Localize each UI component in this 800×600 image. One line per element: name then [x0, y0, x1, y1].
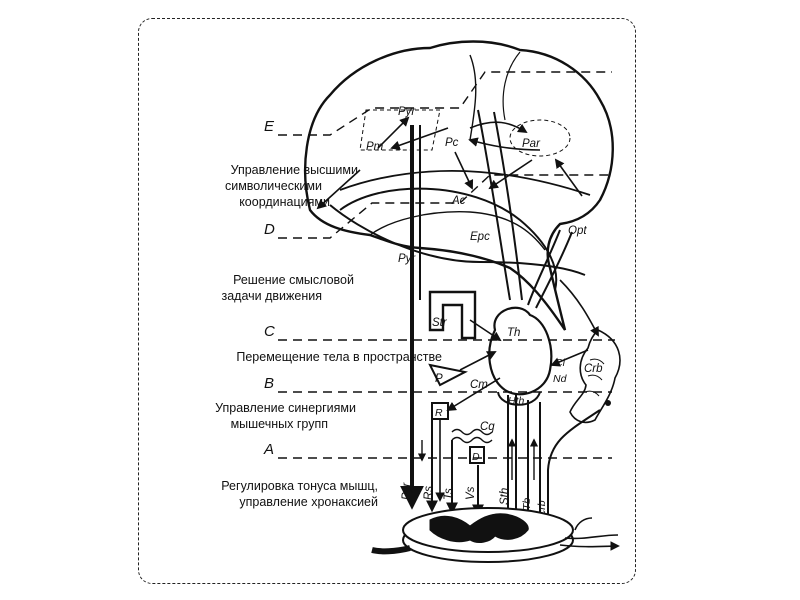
level-letter-a: A — [263, 441, 274, 458]
par-dashed-region — [509, 119, 571, 157]
pathway-pc-par — [469, 121, 528, 134]
pathway-pm-left — [316, 169, 361, 210]
lateral-fissure — [339, 170, 591, 196]
cerebellum-dot — [605, 400, 611, 406]
label-d: D — [472, 451, 480, 463]
level-letter-b: B — [264, 375, 274, 392]
epc-loop — [339, 187, 558, 291]
pyr-loop — [329, 204, 586, 276]
cerebellum-folia — [584, 358, 605, 397]
caption-c-line-1: Перемещение тела в пространстве — [236, 350, 442, 364]
caption-d-line-1: Решение смысловой — [233, 273, 354, 287]
label-tract-rs: Rs — [423, 486, 435, 500]
label-pc: Pc — [445, 137, 459, 149]
sulcus-line — [469, 54, 477, 141]
label-tract-sth: Sth — [499, 488, 511, 505]
cq-wave-2 — [451, 436, 493, 444]
label-str: Str — [432, 317, 448, 329]
label-tract-pyr: Pyr — [401, 482, 413, 500]
path-p-th — [459, 351, 497, 371]
pathway-opt-par — [554, 158, 583, 197]
ventral-root — [371, 545, 411, 555]
d-nucleus-box — [469, 446, 485, 464]
path-th-r — [446, 377, 501, 412]
fiber-cortex-4 — [535, 231, 573, 309]
fiber-cortex-1 — [477, 109, 511, 301]
dashed-frame — [138, 18, 636, 584]
label-pyr-cortex: Pyr — [398, 106, 416, 118]
caption-e-line-2: символическими — [225, 179, 322, 193]
label-crb: Crb — [584, 363, 603, 375]
path-crb-th — [550, 349, 589, 367]
striatum-shape — [428, 290, 477, 340]
level-line-e — [278, 71, 612, 136]
dorsal-root-3 — [574, 517, 593, 531]
cerebellum-shape — [569, 329, 621, 424]
level-letter-c: C — [264, 323, 275, 340]
temporal-curve — [369, 211, 546, 251]
pathway-pm-pyr — [377, 116, 410, 149]
caption-d-line-2: задачи движения — [221, 289, 322, 303]
label-th: Th — [507, 327, 520, 339]
caption-e-line-1: Управление высшими — [231, 163, 358, 177]
caption-b-line-1: Управление синергиями — [215, 401, 356, 415]
hypothalamus-shape — [497, 391, 541, 406]
label-cq: Cq — [480, 421, 495, 433]
pallidum-shape — [428, 363, 468, 387]
label-par: Par — [522, 138, 541, 150]
fiber-cortex-3 — [527, 229, 561, 306]
dorsal-root — [564, 534, 619, 540]
label-epc: Epc — [470, 231, 490, 243]
caption-b-line-2: мышечных групп — [231, 417, 328, 431]
cq-wave — [451, 428, 493, 436]
level-letter-d: D — [264, 221, 275, 238]
pathway-par-ac — [488, 159, 533, 190]
path-cortex-crb — [559, 279, 599, 337]
label-p: P — [435, 373, 443, 385]
label-r: R — [435, 407, 443, 419]
grey-matter-butterfly — [429, 513, 529, 544]
tract-crb-spinal — [547, 409, 601, 525]
label-nd: Nd — [553, 373, 568, 385]
label-cm: Cm — [470, 379, 488, 391]
label-pm: Pm — [366, 141, 384, 153]
label-tract-tb: Tb — [521, 498, 533, 510]
label-ac: Ac — [451, 195, 466, 207]
level-letter-e: E — [264, 118, 275, 135]
cerebrum-outline — [303, 40, 614, 331]
fiber-cortex-2 — [493, 111, 523, 301]
caption-e-line-3: координациями — [239, 195, 330, 209]
label-tract-vs: Vs — [465, 486, 477, 500]
caption-a-line-2: управление хронаксией — [239, 495, 378, 509]
label-opt: Opt — [568, 225, 587, 237]
label-tract-ts: Ts — [443, 488, 455, 500]
path-str-th — [469, 319, 502, 342]
thalamus-shape — [488, 306, 553, 396]
caption-a-line-1: Регулировка тонуса мышц, — [221, 479, 378, 493]
sulcus-line — [502, 51, 521, 121]
pathway-pc-ac — [454, 151, 474, 190]
pyr-dashed-region — [359, 109, 441, 151]
dorsal-root-2 — [559, 541, 620, 551]
